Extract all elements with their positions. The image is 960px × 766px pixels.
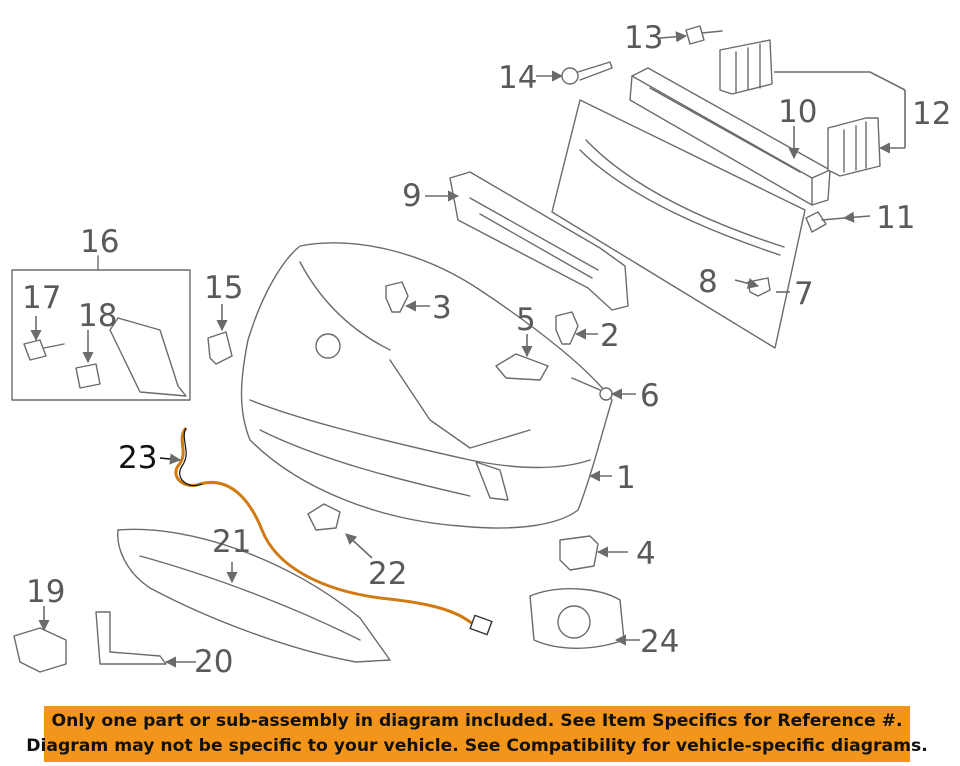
callout-24: 24 bbox=[640, 624, 679, 660]
part-12-brackets bbox=[719, 39, 881, 177]
callout-20: 20 bbox=[194, 644, 233, 680]
callout-2: 2 bbox=[600, 318, 620, 354]
part-19-sensor bbox=[13, 627, 67, 673]
part-2-clip bbox=[555, 311, 579, 345]
part-23-wire-harness bbox=[174, 427, 493, 636]
callout-18: 18 bbox=[78, 298, 117, 334]
callout-4: 4 bbox=[636, 536, 656, 572]
callout-5: 5 bbox=[516, 302, 536, 338]
callout-17: 17 bbox=[22, 280, 61, 316]
part-6-screw bbox=[571, 377, 613, 401]
part-3-clip bbox=[385, 281, 409, 313]
part-13-bolt bbox=[685, 25, 723, 45]
part-16-group bbox=[11, 255, 191, 401]
callout-14: 14 bbox=[498, 60, 537, 96]
part-24-fog-cover bbox=[529, 588, 625, 649]
part-20-bracket bbox=[95, 611, 167, 665]
callout-21: 21 bbox=[212, 524, 251, 560]
part-5-bracket bbox=[495, 353, 549, 381]
callout-10: 10 bbox=[778, 94, 817, 130]
part-4-sensor bbox=[559, 535, 599, 571]
part-21-under-cover bbox=[117, 528, 391, 663]
callout-9: 9 bbox=[402, 178, 422, 214]
callout-7: 7 bbox=[794, 276, 814, 312]
callout-11: 11 bbox=[876, 200, 915, 236]
part-22-retainer bbox=[307, 503, 341, 531]
callout-8: 8 bbox=[698, 264, 718, 300]
callout-19: 19 bbox=[26, 574, 65, 610]
notice-line-1: Only one part or sub-assembly in diagram… bbox=[51, 711, 903, 731]
callout-13: 13 bbox=[624, 20, 663, 56]
callout-3: 3 bbox=[432, 290, 452, 326]
callout-15: 15 bbox=[204, 270, 243, 306]
part-7-panel bbox=[551, 99, 806, 349]
notice-banner: Only one part or sub-assembly in diagram… bbox=[26, 706, 928, 762]
part-9-absorber bbox=[449, 171, 629, 311]
part-8-clip bbox=[747, 277, 771, 297]
callout-6: 6 bbox=[640, 378, 660, 414]
notice-line-2: Diagram may not be specific to your vehi… bbox=[26, 736, 928, 756]
part-14-eye-bolt bbox=[561, 61, 613, 85]
callout-23: 23 bbox=[118, 440, 157, 476]
part-10-reinforcement bbox=[629, 67, 831, 206]
callout-22: 22 bbox=[368, 556, 407, 592]
leader-lines bbox=[30, 31, 906, 668]
part-15-bracket bbox=[207, 331, 233, 365]
part-11-bolt bbox=[805, 211, 845, 233]
callout-1: 1 bbox=[616, 460, 636, 496]
callout-16: 16 bbox=[80, 224, 119, 260]
part-1-bumper-cover bbox=[240, 242, 613, 529]
callout-12: 12 bbox=[912, 96, 951, 132]
